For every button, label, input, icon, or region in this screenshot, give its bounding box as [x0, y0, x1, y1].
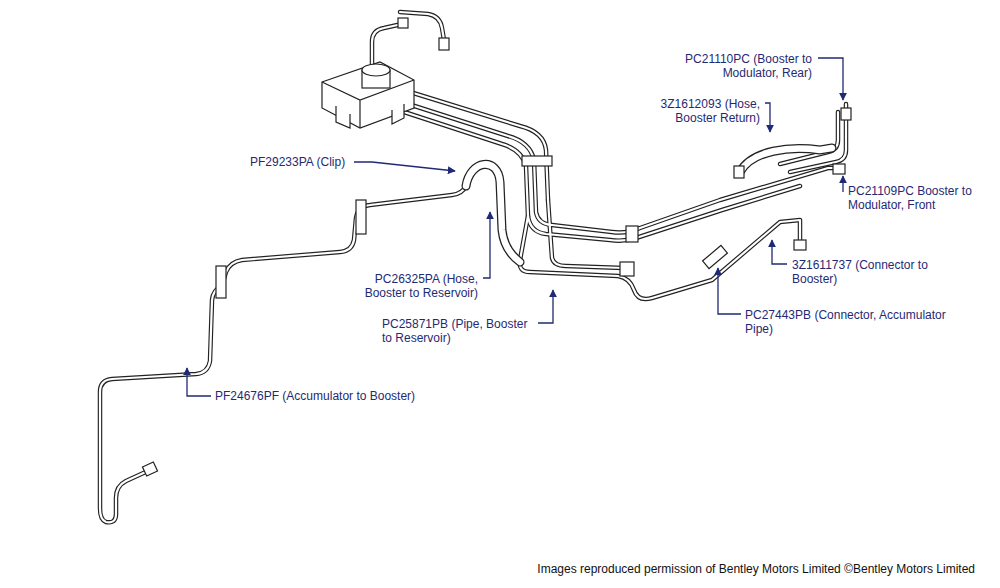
pipe	[780, 112, 838, 164]
part-label: 3Z1611737 (Connector to Booster)	[792, 258, 942, 286]
pipe-fitting	[439, 38, 449, 50]
part-label: PF24676PF (Accumulator to Booster)	[215, 389, 415, 403]
pipe	[520, 216, 800, 299]
pipe	[548, 200, 624, 268]
pipe	[398, 110, 800, 241]
pipe	[520, 216, 800, 299]
pipe	[398, 110, 800, 241]
reservoir-foot	[336, 104, 404, 128]
reservoir	[322, 62, 414, 128]
pipe-fills	[100, 12, 846, 522]
junction-block	[620, 262, 634, 276]
leader-line	[187, 368, 211, 396]
pipe	[100, 186, 466, 522]
hose	[740, 148, 832, 172]
pipe	[402, 102, 838, 233]
hose	[466, 164, 520, 262]
pipe	[402, 102, 838, 233]
leader-line	[842, 176, 843, 192]
pipe-outlines	[100, 12, 846, 522]
leader-line	[765, 103, 770, 132]
hose	[466, 164, 520, 262]
pipe-fitting	[833, 164, 845, 174]
leader-line	[772, 240, 787, 264]
part-label: PC27443PB (Connector, Accumulator Pipe)	[745, 308, 957, 336]
leader-line	[354, 162, 455, 171]
leader-line	[483, 212, 490, 278]
pipe	[548, 200, 624, 268]
copyright-caption: Images reproduced permission of Bentley …	[537, 562, 975, 576]
junction-block	[626, 226, 638, 242]
hoses	[466, 148, 832, 262]
part-label: PC25871PB (Pipe, Booster to Reservoir)	[382, 317, 534, 345]
accumulator-connector	[703, 245, 728, 268]
leader-line	[818, 58, 843, 100]
pipe	[780, 112, 838, 164]
reservoir-cap-top	[362, 64, 390, 76]
pipe	[410, 92, 548, 200]
part-label: 3Z1612093 (Hose, Booster Return)	[645, 97, 760, 125]
fittings	[142, 18, 851, 476]
pipe-fitting	[841, 108, 851, 120]
leader-line	[718, 268, 741, 314]
part-label: PC26325PA (Hose, Booster to Reservoir)	[353, 272, 478, 300]
pipe-fitting	[734, 166, 744, 178]
pipe-fitting	[142, 462, 157, 476]
reservoir-body	[322, 62, 414, 128]
pipe	[100, 186, 466, 522]
pipe-fitting	[398, 18, 408, 28]
booster-connector	[794, 240, 806, 250]
part-label: PC21110PC (Booster to Modulator, Rear)	[672, 52, 812, 80]
part-label: PF29233PA (Clip)	[250, 155, 345, 169]
part-label: PC21109PC Booster to Modulator, Front	[848, 184, 980, 212]
pipe-bracket	[216, 266, 226, 298]
hose	[740, 148, 832, 172]
pipe-bracket	[356, 200, 366, 234]
pipe-clip	[522, 156, 552, 166]
leader-line	[538, 290, 553, 323]
